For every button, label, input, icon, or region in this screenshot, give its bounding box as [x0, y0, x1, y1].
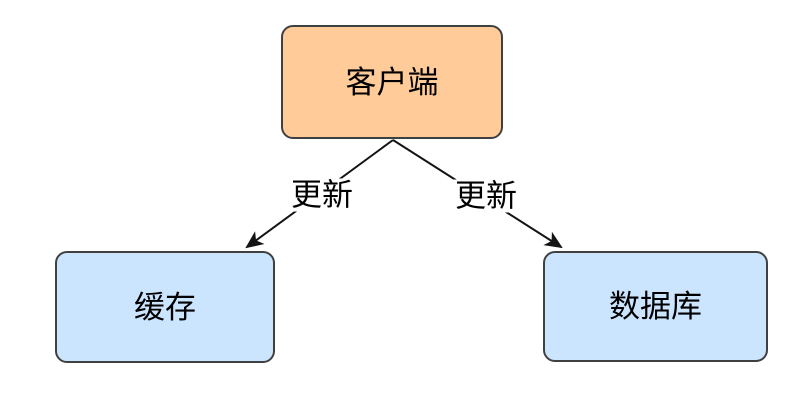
node-client[interactable]: 客户端	[281, 25, 503, 139]
node-database[interactable]: 数据库	[543, 251, 768, 362]
edge-label-update-cache[interactable]: 更新	[287, 178, 357, 212]
node-cache-label: 缓存	[134, 289, 196, 325]
node-client-label: 客户端	[345, 64, 439, 100]
node-cache[interactable]: 缓存	[55, 251, 275, 363]
edge-label-update-database[interactable]: 更新	[451, 179, 521, 213]
node-database-label: 数据库	[609, 289, 702, 324]
